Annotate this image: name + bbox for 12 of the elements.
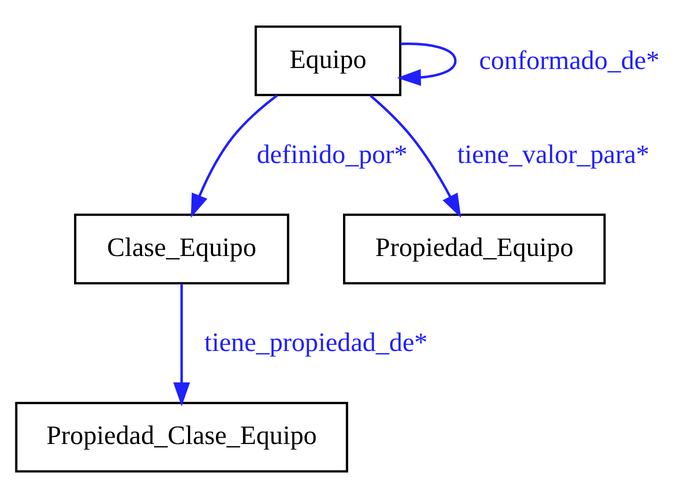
arrow: [173, 284, 190, 406]
edge-label: definido_por*: [256, 138, 408, 169]
arrow: [396, 42, 457, 86]
edge-label: conformado_de*: [479, 44, 660, 75]
edge-label: tiene_valor_para*: [457, 138, 650, 169]
node-box: Equipo: [254, 25, 402, 96]
arrow: [190, 94, 278, 218]
node-box: Clase_Equipo: [74, 214, 290, 284]
edge-label: tiene_propiedad_de*: [204, 327, 428, 358]
arrow: [370, 94, 462, 218]
node-box: Propiedad_Equipo: [343, 214, 606, 284]
node-box: Propiedad_Clase_Equipo: [15, 402, 348, 473]
